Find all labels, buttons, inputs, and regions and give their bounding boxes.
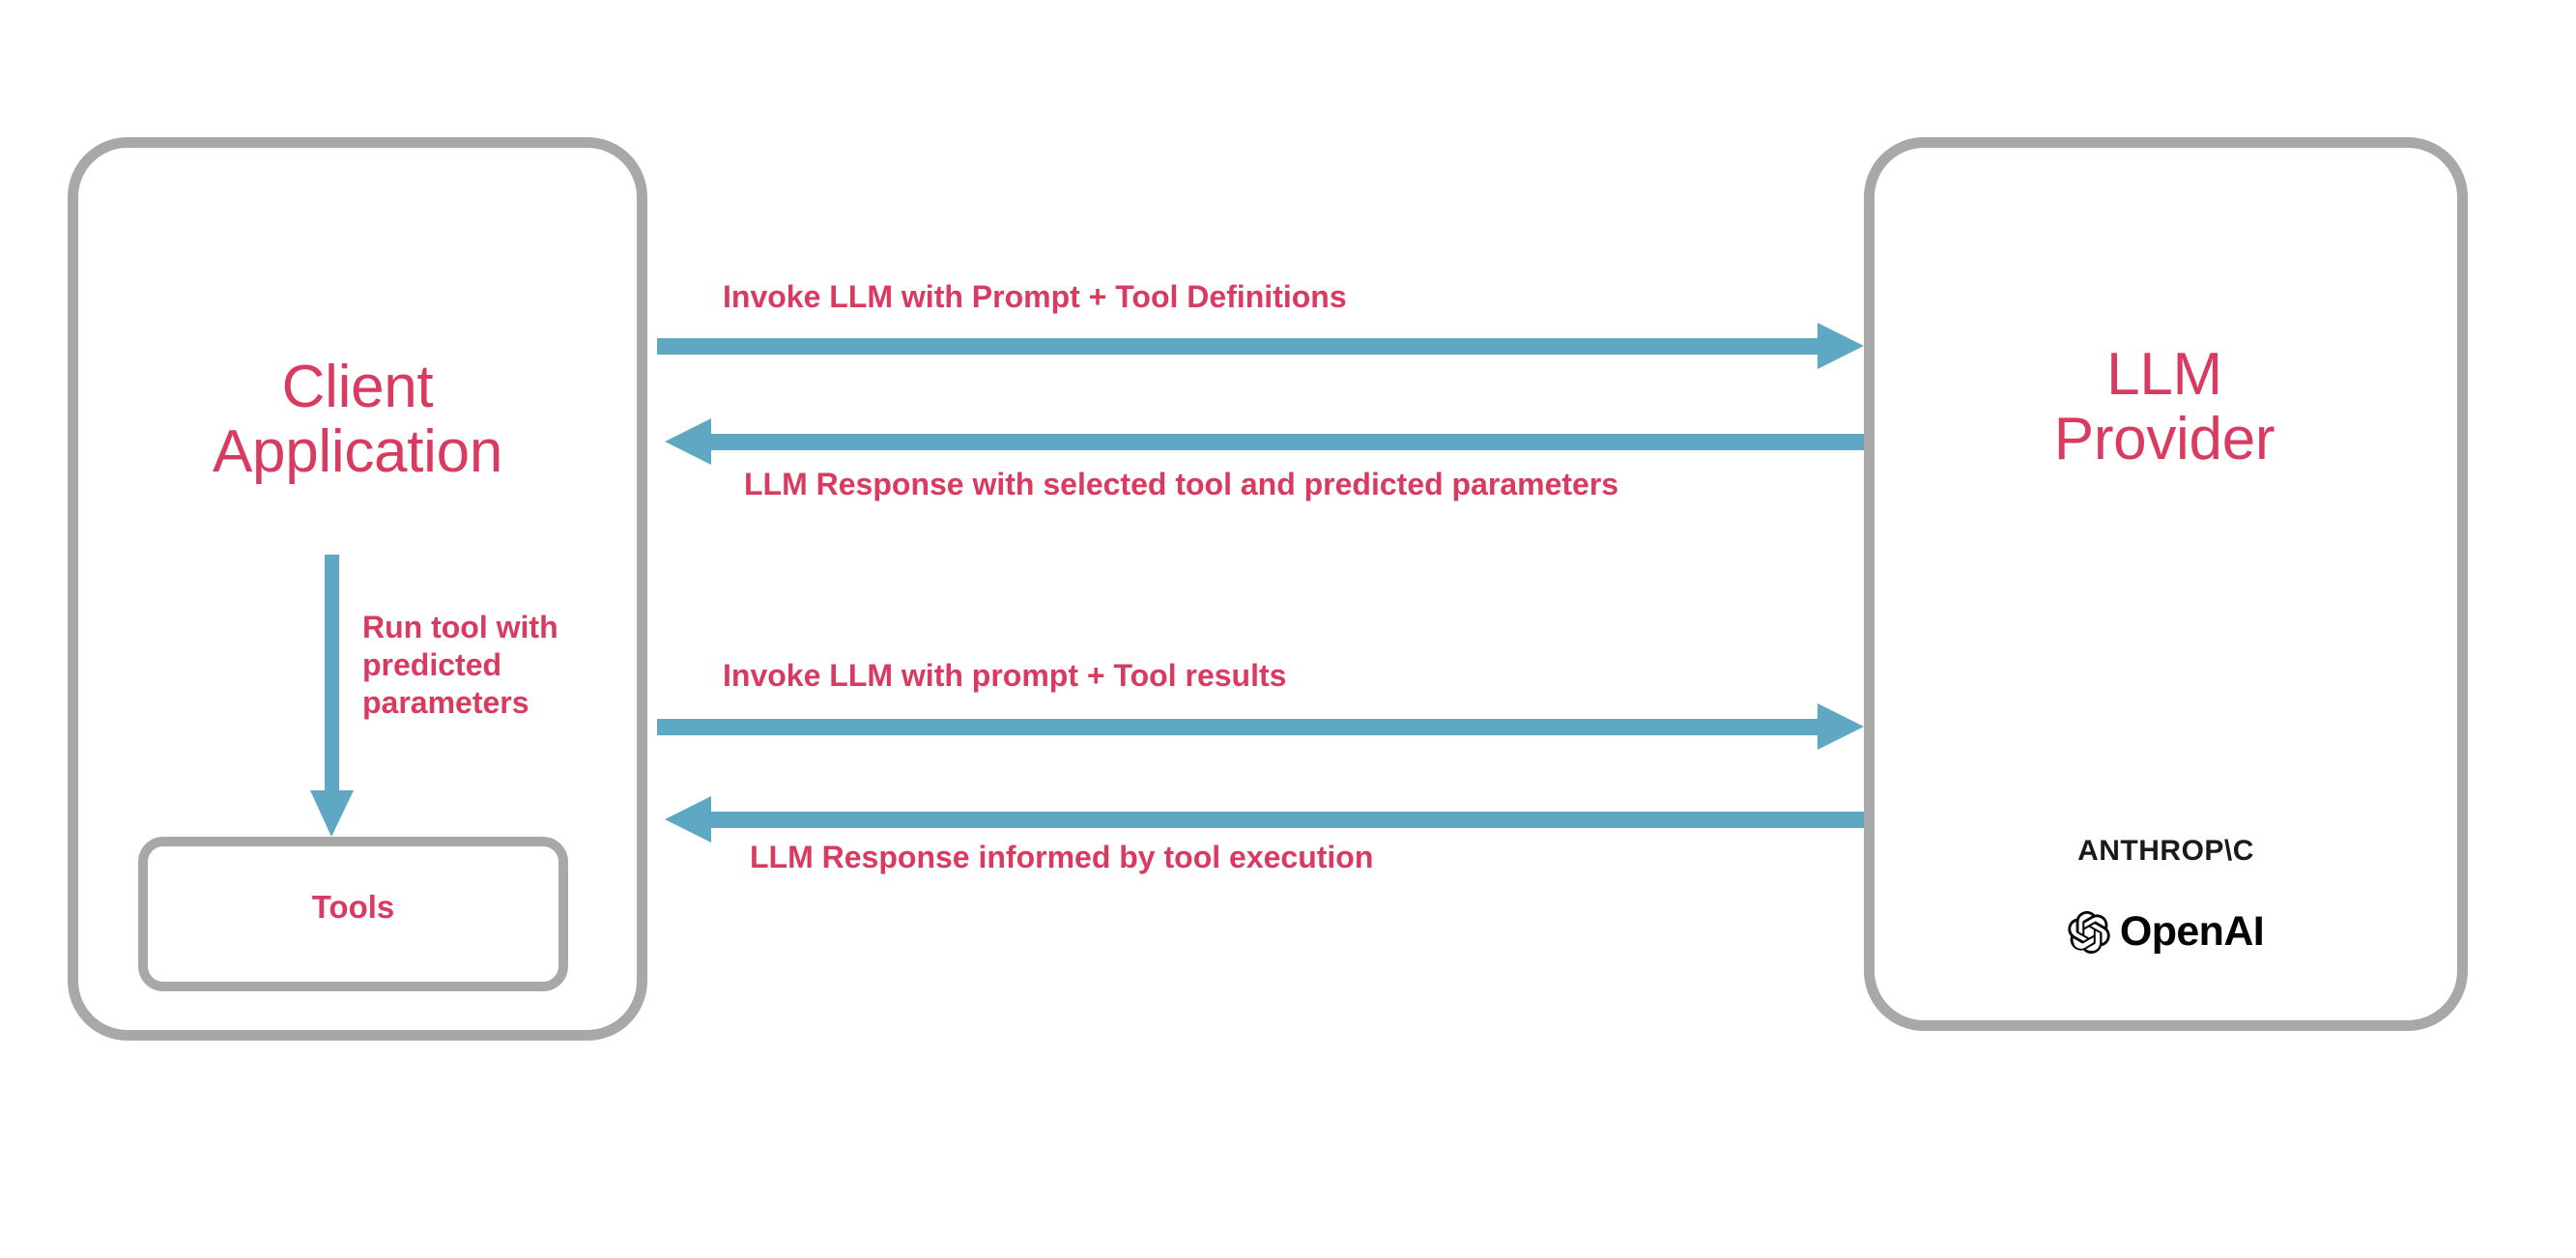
arrow-shaft bbox=[325, 555, 339, 794]
arrow-shaft bbox=[710, 812, 1864, 828]
client-title-line-2: Application bbox=[212, 417, 502, 485]
arrow-head-right-icon bbox=[1818, 703, 1864, 750]
arrow-invoke-llm-prompt-tool-results bbox=[657, 703, 1864, 750]
provider-title-line-1: LLM bbox=[2106, 341, 2222, 408]
arrow-shaft bbox=[657, 719, 1818, 735]
arrow-label-llm-response-informed-by-tool-execution: LLM Response informed by tool execution bbox=[750, 840, 1374, 874]
arrow-label-llm-response-selected-tool: LLM Response with selected tool and pred… bbox=[744, 467, 1619, 501]
provider-title-line-2: Provider bbox=[2053, 405, 2275, 472]
openai-logo: OpenAI bbox=[1864, 908, 2468, 956]
arrow-head-down-icon bbox=[310, 790, 354, 837]
tools-label: Tools bbox=[311, 889, 395, 925]
tools-box bbox=[138, 837, 568, 991]
arrow-head-left-icon bbox=[665, 418, 711, 465]
arrow-label-invoke-llm-prompt-tool-results: Invoke LLM with prompt + Tool results bbox=[723, 658, 1287, 693]
openai-knot-icon bbox=[2068, 910, 2110, 954]
openai-wordmark: OpenAI bbox=[2119, 908, 2265, 955]
llm-provider-box bbox=[1864, 137, 2468, 1031]
client-application-title: Client Application bbox=[87, 354, 628, 485]
arrow-shaft bbox=[710, 434, 1864, 450]
llm-provider-title: LLM Provider bbox=[1875, 341, 2454, 472]
arrow-llm-response-selected-tool bbox=[665, 418, 1864, 465]
arrow-label-run-tool: Run tool with predicted parameters bbox=[362, 610, 558, 721]
arrow-label-invoke-llm-prompt-tool-definitions: Invoke LLM with Prompt + Tool Definition… bbox=[723, 279, 1347, 314]
arrow-run-tool-down bbox=[310, 555, 354, 837]
arrow-head-right-icon bbox=[1818, 323, 1864, 369]
client-title-line-1: Client bbox=[281, 354, 434, 420]
arrow-head-left-icon bbox=[665, 796, 711, 843]
arrow-shaft bbox=[657, 338, 1818, 355]
arrow-llm-response-informed-by-tool-execution bbox=[665, 796, 1864, 843]
arrow-invoke-llm-prompt-tool-definitions bbox=[657, 323, 1864, 369]
anthropic-logo: ANTHROP\C bbox=[2077, 835, 2254, 867]
